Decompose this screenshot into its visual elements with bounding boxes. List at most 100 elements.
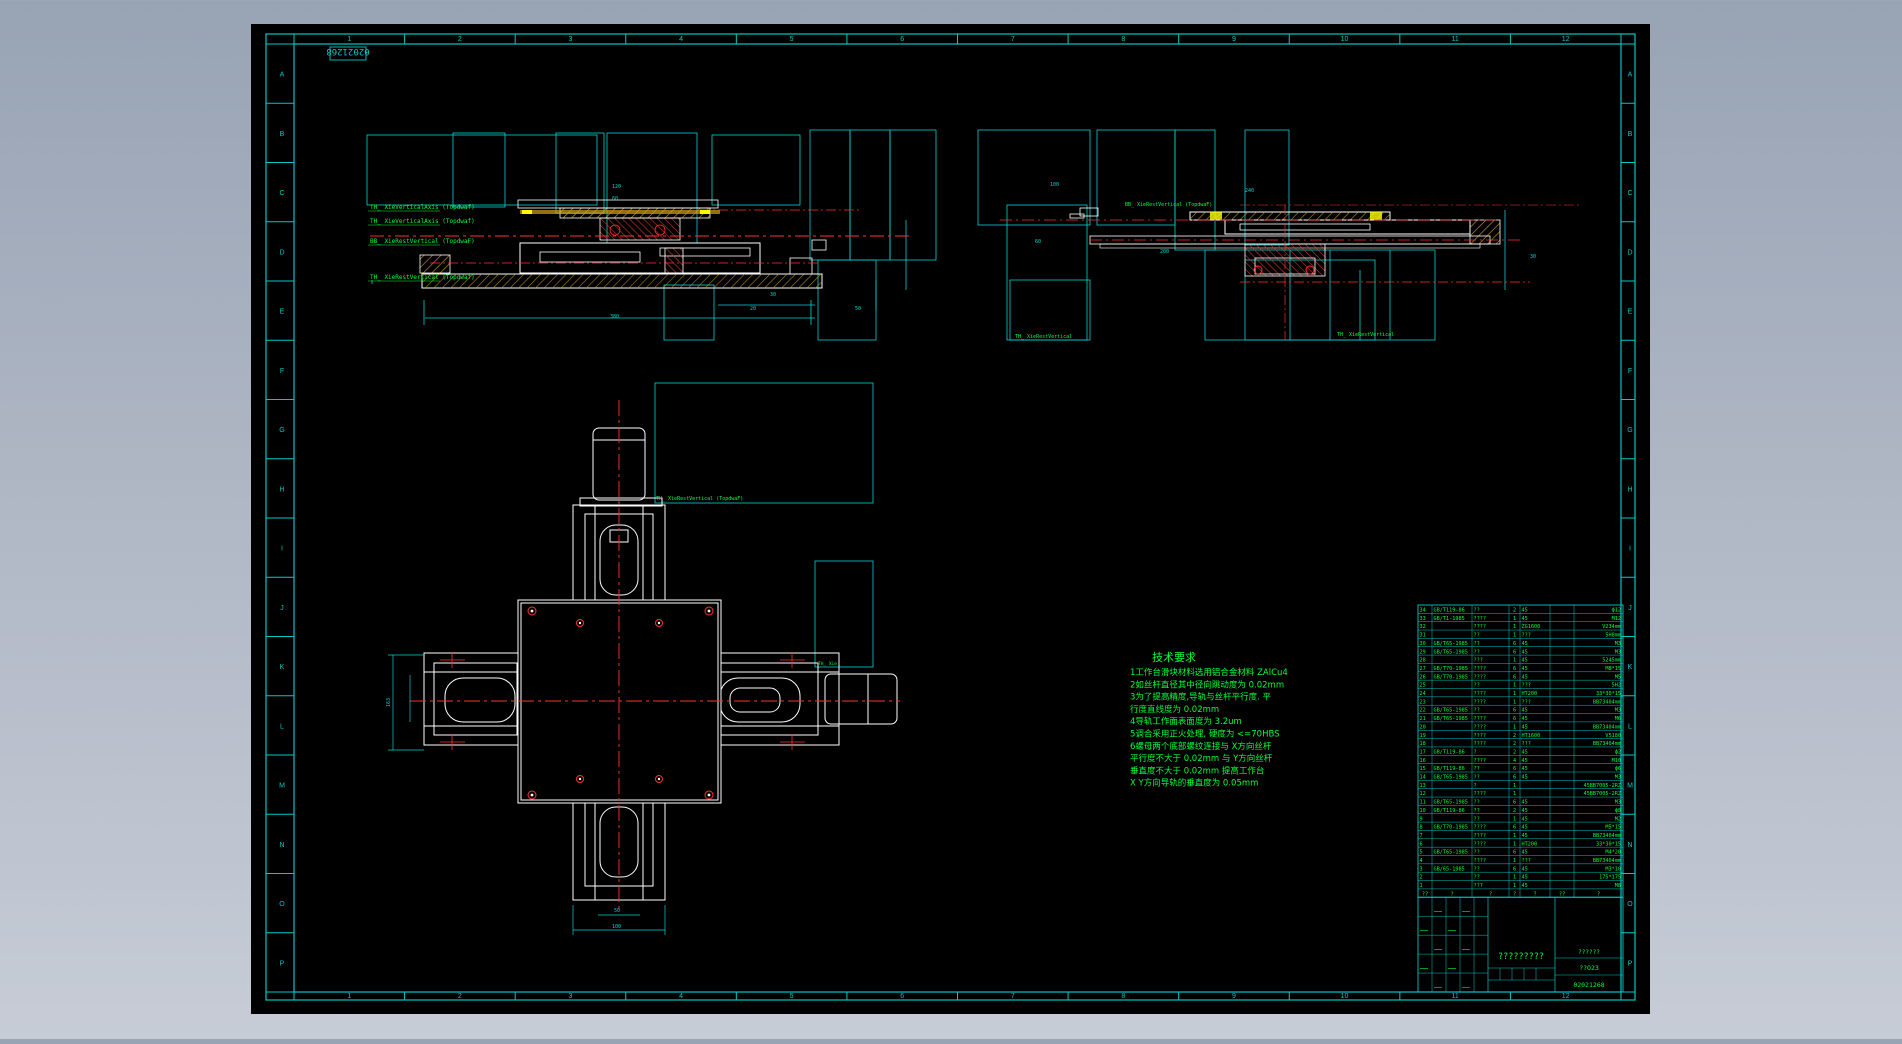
bom-cell: ?? [1474, 775, 1480, 781]
column-zone-label: 5 [790, 993, 794, 1000]
column-zone-label: 3 [569, 36, 573, 43]
bom-cell: 16 [1420, 758, 1426, 764]
bom-cell: ???? [1474, 724, 1487, 730]
bom-cell: GB/T65-1985 [1434, 775, 1468, 781]
row-zone-label: E [1628, 309, 1633, 316]
bom-cell: GB/65-1985 [1434, 866, 1465, 872]
bom-cell: M3*10 [1605, 866, 1621, 872]
bom-cell: 30 [1420, 641, 1426, 647]
bom-cell: ??? [1474, 658, 1483, 664]
bom-cell: ???? [1474, 666, 1487, 672]
bom-cell: M8 [1615, 883, 1621, 889]
bom-cell: ???? [1474, 733, 1487, 739]
bom-cell: 45 [1522, 716, 1528, 722]
bom-cell: 5H2 [1612, 683, 1621, 689]
bom-header-cell: ? [1533, 891, 1536, 897]
bom-cell: ??? [1522, 741, 1531, 747]
bom-cell: 45 [1522, 816, 1528, 822]
column-zone-label: 9 [1232, 36, 1236, 43]
bom-cell: ???? [1474, 833, 1487, 839]
bom-cell: 9 [1420, 816, 1423, 822]
bom-cell: M10 [1612, 758, 1621, 764]
bom-cell: 45 [1522, 850, 1528, 856]
bom-cell: ?? [1474, 875, 1480, 881]
bom-cell: GB/T65-1985 [1434, 850, 1468, 856]
bom-cell: 45 [1522, 608, 1528, 614]
row-zone-label: K [280, 664, 285, 671]
bom-cell: 45 [1522, 708, 1528, 714]
bom-cell: BB73404mm [1593, 741, 1621, 747]
column-zone-label: 6 [900, 36, 904, 43]
section-leader-label: TH_ XieRestVertical (Topdwaf) [370, 274, 475, 281]
bom-cell: 12 [1420, 791, 1426, 797]
bom-cell: ???? [1474, 825, 1487, 831]
bom-cell: 6 [1513, 800, 1516, 806]
bom-cell: 1 [1513, 616, 1516, 622]
bom-cell: 6 [1513, 666, 1516, 672]
bom-cell: ??? [1522, 699, 1531, 705]
bom-cell: 20 [1420, 724, 1426, 730]
bom-cell: ZG1600 [1522, 624, 1541, 630]
bom-cell: GB/T65-1985 [1434, 708, 1468, 714]
bom-cell: ??? [1474, 883, 1483, 889]
row-zone-label: L [1628, 723, 1632, 730]
bom-cell: 28 [1420, 658, 1426, 664]
column-zone-label: 12 [1562, 36, 1570, 43]
bom-cell: ? [1474, 783, 1477, 789]
bom-cell: ?? [1474, 641, 1480, 647]
row-zone-label: A [1628, 72, 1633, 79]
row-zone-label: D [279, 249, 284, 256]
bom-cell: ???? [1474, 741, 1487, 747]
bom-cell: 1 [1513, 841, 1516, 847]
row-zone-label: J [280, 605, 284, 612]
bom-cell: BB73404mm [1593, 724, 1621, 730]
bom-cell: M3 [1615, 775, 1621, 781]
bom-cell: 33*30*15 [1596, 691, 1621, 697]
svg-text:163: 163 [386, 698, 392, 707]
bom-cell: BB73404mm [1593, 833, 1621, 839]
column-zone-label: 11 [1451, 36, 1458, 43]
bom-cell: 45 [1522, 875, 1528, 881]
row-zone-label: G [279, 427, 284, 434]
bom-cell: 1 [1513, 791, 1516, 797]
bom-cell: GB/T119-86 [1434, 608, 1465, 614]
bom-cell: ?? [1474, 866, 1480, 872]
bom-cell: 2 [1513, 608, 1516, 614]
bom-cell: 1 [1513, 624, 1516, 630]
svg-text:60: 60 [1035, 239, 1041, 245]
bom-cell: 1 [1513, 683, 1516, 689]
column-zone-label: 10 [1341, 993, 1349, 1000]
section-leader-label: TH_ XieVerticalAxis (Topdwaf) [370, 218, 475, 225]
column-zone-label: 2 [458, 993, 462, 1000]
bom-cell: M5 [1615, 674, 1621, 680]
bom-cell: 45BB7005-2RZ [1584, 791, 1621, 797]
bom-cell: 8 [1420, 825, 1423, 831]
bom-cell: HT200 [1522, 841, 1538, 847]
bom-cell: 45 [1522, 775, 1528, 781]
bom-cell: 15 [1420, 766, 1426, 772]
bom-cell: ?? [1474, 683, 1480, 689]
bom-cell: 45BB7005-2RZ [1584, 783, 1621, 789]
bom-cell: 17 [1420, 749, 1426, 755]
svg-text:30: 30 [770, 292, 776, 298]
bom-cell: GB/T65-1985 [1434, 649, 1468, 655]
bom-cell: V234mm [1602, 624, 1621, 630]
svg-text:20: 20 [750, 306, 756, 312]
frame-zone-ticks [266, 34, 1635, 1000]
bom-cell: 4 [1513, 758, 1516, 764]
svg-text:50: 50 [614, 908, 620, 914]
bom-cell: 6 [1513, 708, 1516, 714]
row-zone-label: I [281, 546, 283, 553]
bom-cell: GB/T119-86 [1434, 808, 1465, 814]
bom-cell: ?? [1474, 816, 1480, 822]
technical-requirements: 技术要求 1工作台滑块材料选用铝合金材料 ZAlCu42如丝杆直径其中径向跳动度… [1130, 651, 1288, 789]
row-zone-label: M [1627, 783, 1633, 790]
bom-cell: BB73404mm [1593, 699, 1621, 705]
bom-cell: ? [1474, 749, 1477, 755]
bom-cell: ?? [1474, 850, 1480, 856]
bom-cell: M2 [1615, 816, 1621, 822]
svg-text:50: 50 [855, 306, 861, 312]
